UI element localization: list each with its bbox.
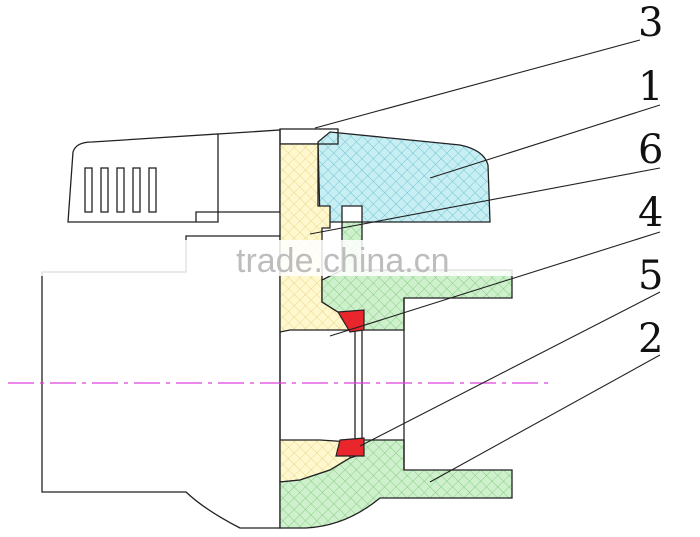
callout-4: 4 <box>638 190 663 236</box>
handle-right-hatched <box>317 131 491 223</box>
svg-text:trade.china.cn: trade.china.cn <box>236 242 450 280</box>
handle-left <box>67 129 281 223</box>
callout-1: 1 <box>638 64 663 110</box>
callout-6: 6 <box>638 127 663 173</box>
bore-outline <box>279 298 405 470</box>
callout-5: 5 <box>638 253 663 299</box>
callout-2: 2 <box>638 316 663 362</box>
callout-3: 3 <box>638 0 663 46</box>
watermark: trade.china.cn <box>30 240 670 280</box>
callout-labels: 3 1 6 4 5 2 <box>638 0 663 362</box>
seal-bottom <box>335 437 365 457</box>
leader-lines <box>309 39 661 483</box>
seal-top <box>336 309 365 333</box>
